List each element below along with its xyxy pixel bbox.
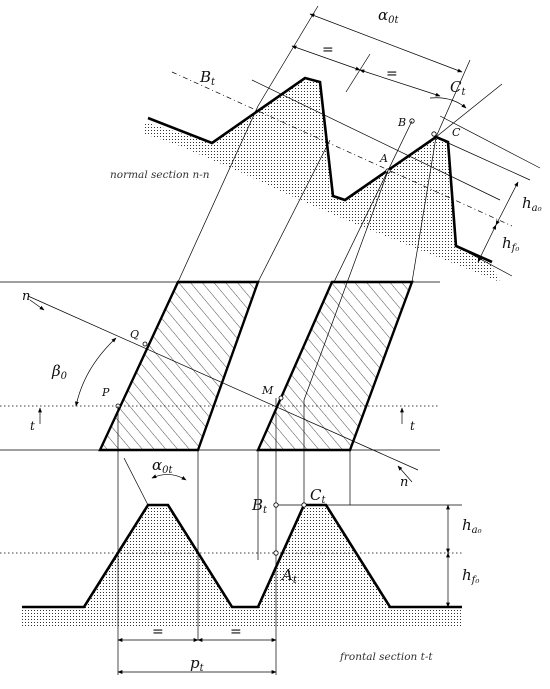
pitch-line-normal	[171, 71, 513, 227]
labels: normal section n-n frontal section t-t α…	[22, 6, 542, 674]
label-alpha-0t-top: α0t	[378, 6, 400, 26]
label-equal-bottom-2: =	[230, 624, 242, 640]
normal-dim-ext-2	[345, 53, 371, 93]
beta-0-arc	[74, 337, 117, 407]
plan-view	[0, 105, 440, 483]
caption-frontal-section: frontal section t-t	[339, 651, 433, 663]
normal-dim-ext-3	[435, 59, 471, 138]
alpha-0t-arc	[151, 474, 187, 481]
normal-dim-ext-4	[435, 83, 503, 138]
label-t-left: t	[30, 419, 35, 433]
n-arrow-top	[29, 299, 45, 311]
label-equal-top-1: =	[322, 42, 334, 58]
point-M-dot	[278, 395, 284, 401]
label-A: A	[379, 152, 388, 165]
label-h-f0-top: hf₀	[502, 234, 519, 254]
label-equal-bottom-1: =	[152, 624, 164, 640]
label-C-t-top: Ct	[450, 78, 466, 98]
dim-equal-top-2	[359, 69, 441, 97]
label-h-a0-bottom: ha₀	[462, 516, 482, 536]
projection-line-4	[333, 120, 413, 283]
frontal-tooth-profile	[22, 503, 462, 609]
alpha-0t-ref	[123, 457, 149, 506]
normal-section	[145, 5, 541, 282]
tooth-strip-2	[256, 280, 414, 452]
point-At-dot	[273, 550, 279, 556]
label-p-t: pt	[190, 654, 205, 674]
label-alpha-0t-bottom: α0t	[152, 456, 174, 476]
normal-ref-line-2	[445, 141, 531, 181]
normal-dim-ext-1	[257, 5, 319, 107]
label-A-t: At	[280, 566, 298, 586]
dim-h-f0	[477, 224, 497, 263]
label-equal-top-2: =	[386, 66, 398, 82]
label-C: C	[452, 126, 461, 139]
point-Bt-dot	[273, 502, 279, 508]
tooth-strip-1	[98, 280, 260, 452]
projection-line-1	[177, 105, 259, 283]
label-n-top: n	[22, 289, 30, 304]
frontal-section	[0, 398, 462, 675]
dim-equal-top-1	[291, 45, 361, 71]
label-M: M	[261, 384, 274, 397]
label-t-right: t	[410, 419, 415, 433]
label-B-t-top: Bt	[199, 68, 216, 88]
normal-ref-line-1	[439, 115, 541, 169]
label-Q: Q	[130, 328, 139, 341]
label-h-a0-top: ha₀	[522, 194, 542, 214]
n-section-line	[27, 295, 419, 471]
label-B: B	[397, 116, 406, 129]
normal-tooth-profile	[147, 76, 493, 264]
label-P: P	[101, 386, 110, 399]
label-h-f0-bottom: hf₀	[462, 566, 479, 586]
projection-line-2	[257, 139, 331, 283]
projection-line-5	[411, 136, 437, 283]
point-Ct-dot	[301, 502, 307, 508]
point-C-dot	[431, 131, 437, 137]
label-n-bottom: n	[400, 475, 408, 490]
label-C-t-bottom: Ct	[310, 486, 326, 506]
dim-C-t-arc	[429, 97, 467, 109]
point-Q-dot	[142, 341, 148, 347]
label-B-t-bottom: Bt	[251, 496, 268, 516]
dim-h-a0	[495, 181, 519, 226]
dim-alpha-0t-top	[309, 13, 463, 73]
caption-normal-section: normal section n-n	[110, 169, 210, 181]
label-beta-0: β0	[51, 362, 68, 382]
frontal-section-stipple	[22, 505, 462, 628]
projection-line-3	[303, 170, 389, 401]
n-arrow-bottom	[397, 465, 413, 483]
